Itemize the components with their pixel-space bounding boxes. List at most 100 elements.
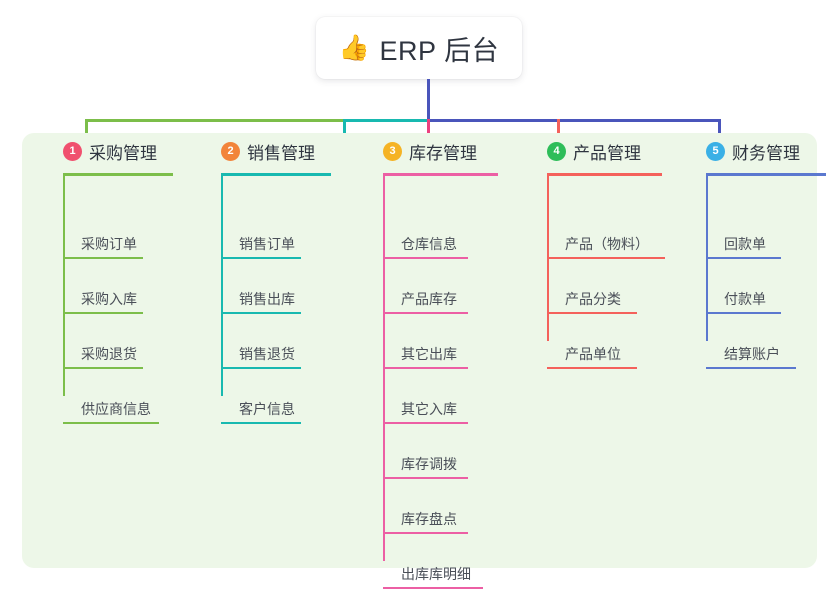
leaf-node-rule	[383, 587, 483, 589]
connector-bus-green	[85, 119, 345, 122]
branch-header-1[interactable]: 1 采购管理	[63, 133, 157, 169]
branch-column-财务管理: 5 财务管理回款单付款单结算账户	[706, 133, 826, 377]
branch-number-badge: 5	[706, 141, 725, 161]
leaf-node-label: 产品单位	[565, 346, 621, 362]
branch-column-销售管理: 2 销售管理销售订单销售出库销售退货客户信息	[221, 133, 331, 432]
leaf-node[interactable]: 其它出库	[383, 322, 477, 377]
leaf-node-rule	[383, 477, 468, 479]
leaf-node-rule	[221, 257, 301, 259]
branch-title: 库存管理	[409, 143, 477, 163]
leaf-node-label: 结算账户	[724, 346, 780, 362]
leaf-node[interactable]: 库存盘点	[383, 487, 477, 542]
leaf-node[interactable]: 仓库信息	[383, 212, 477, 267]
leaf-node[interactable]: 产品单位	[547, 322, 641, 377]
branch-title: 销售管理	[247, 143, 315, 163]
leaf-node-rule	[63, 422, 159, 424]
branch-items: 采购订单采购入库采购退货供应商信息	[63, 169, 159, 432]
leaf-node[interactable]: 产品分类	[547, 267, 641, 322]
leaf-node[interactable]: 产品库存	[383, 267, 477, 322]
branch-number-badge: 2	[221, 141, 240, 161]
leaf-node-rule	[221, 312, 301, 314]
leaf-node-label: 销售退货	[239, 346, 295, 362]
leaf-node-rule	[547, 367, 637, 369]
leaf-node-label: 客户信息	[239, 401, 295, 417]
branch-items: 回款单付款单结算账户	[706, 169, 800, 377]
branch-axis-line	[63, 176, 65, 396]
branch-items: 产品（物料） 产品分类产品单位	[547, 169, 665, 377]
leaf-node[interactable]: 销售订单	[221, 212, 315, 267]
leaf-node[interactable]: 客户信息	[221, 377, 315, 432]
branch-axis-line	[221, 176, 223, 396]
leaf-node-label: 付款单	[724, 291, 766, 307]
leaf-node-label: 销售订单	[239, 236, 295, 252]
connector-root-stem	[427, 79, 430, 120]
leaf-node-rule	[547, 312, 637, 314]
leaf-node-label: 出库库明细	[401, 566, 471, 582]
branch-header-rule	[547, 173, 662, 176]
leaf-node-rule	[383, 367, 468, 369]
branch-header-rule	[221, 173, 331, 176]
connector-bus-teal	[343, 119, 429, 122]
branch-header-5[interactable]: 5 财务管理	[706, 133, 800, 169]
leaf-node[interactable]: 采购入库	[63, 267, 157, 322]
leaf-node[interactable]: 销售出库	[221, 267, 315, 322]
leaf-node[interactable]: 结算账户	[706, 322, 800, 377]
branch-header-rule	[63, 173, 173, 176]
branch-column-采购管理: 1 采购管理采购订单采购入库采购退货供应商信息	[63, 133, 173, 432]
leaf-node-rule	[383, 422, 468, 424]
leaf-node-rule	[221, 422, 301, 424]
root-node[interactable]: 👍 ERP 后台	[316, 17, 522, 79]
leaf-node-label: 产品库存	[401, 291, 457, 307]
leaf-node-label: 回款单	[724, 236, 766, 252]
leaf-node-label: 采购订单	[81, 236, 137, 252]
leaf-node[interactable]: 库存调拨	[383, 432, 477, 487]
leaf-node[interactable]: 采购订单	[63, 212, 157, 267]
leaf-node-label: 其它入库	[401, 401, 457, 417]
leaf-node-rule	[63, 312, 143, 314]
branch-header-2[interactable]: 2 销售管理	[221, 133, 315, 169]
leaf-node-label: 其它出库	[401, 346, 457, 362]
branch-title: 财务管理	[732, 143, 800, 163]
leaf-node-rule	[383, 312, 468, 314]
leaf-node[interactable]: 供应商信息	[63, 377, 159, 432]
leaf-node[interactable]: 出库库明细	[383, 542, 483, 597]
leaf-node-label: 采购退货	[81, 346, 137, 362]
leaf-node-label: 销售出库	[239, 291, 295, 307]
leaf-node-rule	[383, 257, 468, 259]
leaf-node-label: 采购入库	[81, 291, 137, 307]
leaf-node[interactable]: 销售退货	[221, 322, 315, 377]
branch-items: 销售订单销售出库销售退货客户信息	[221, 169, 315, 432]
leaf-node-rule	[706, 367, 796, 369]
branch-number-badge: 1	[63, 141, 82, 161]
leaf-node-rule	[63, 367, 143, 369]
leaf-node-rule	[547, 257, 665, 259]
leaf-node-rule	[63, 257, 143, 259]
branch-number-badge: 4	[547, 141, 566, 161]
leaf-node-rule	[221, 367, 301, 369]
leaf-node-rule	[706, 257, 781, 259]
leaf-node[interactable]: 产品（物料）	[547, 212, 665, 267]
branch-header-rule	[706, 173, 826, 176]
leaf-node-label: 库存盘点	[401, 511, 457, 527]
root-node-label: ERP 后台	[379, 35, 500, 66]
leaf-node-rule	[706, 312, 781, 314]
leaf-node[interactable]: 其它入库	[383, 377, 477, 432]
leaf-node-label: 库存调拨	[401, 456, 457, 472]
leaf-node-label: 产品分类	[565, 291, 621, 307]
branch-title: 采购管理	[89, 143, 157, 163]
leaf-node-label: 供应商信息	[81, 401, 151, 417]
leaf-node-label: 产品（物料）	[565, 236, 649, 252]
leaf-node[interactable]: 回款单	[706, 212, 800, 267]
branch-items: 仓库信息产品库存其它出库其它入库库存调拨库存盘点出库库明细	[383, 169, 483, 597]
leaf-node-rule	[383, 532, 468, 534]
leaf-node[interactable]: 采购退货	[63, 322, 157, 377]
connector-bus-blue	[427, 119, 721, 122]
root-node-title: 👍 ERP 后台	[339, 29, 499, 68]
leaf-node[interactable]: 付款单	[706, 267, 800, 322]
thumbs-up-icon: 👍	[338, 33, 371, 62]
